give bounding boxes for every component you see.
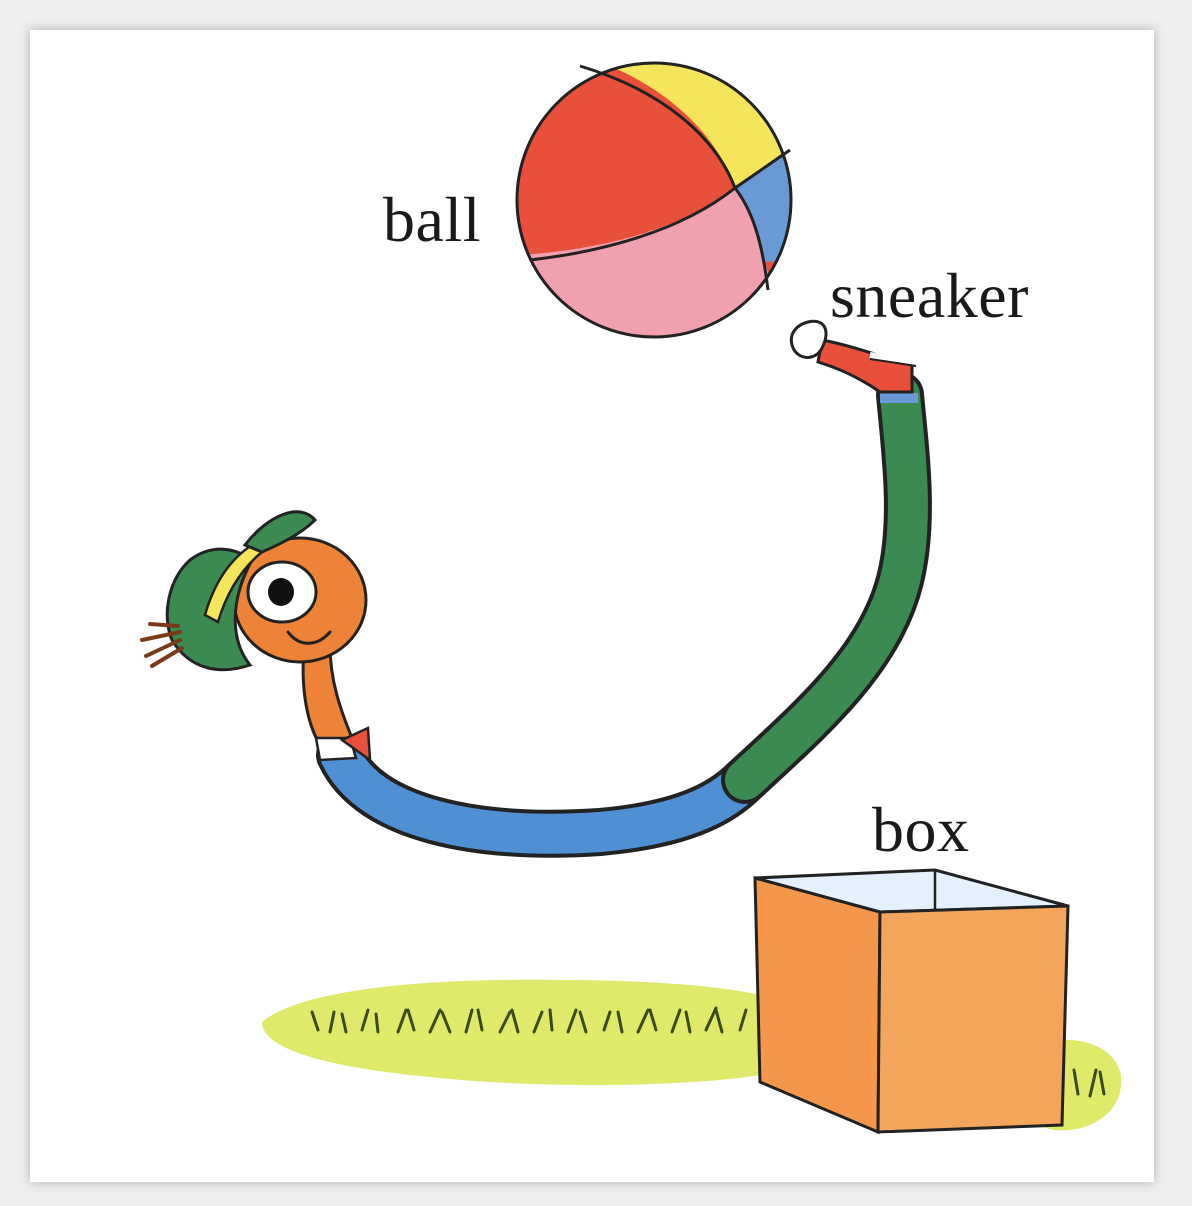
sneaker-illustration (789, 319, 917, 394)
cap-illustration (140, 510, 318, 672)
box-label: box (872, 794, 970, 865)
worm-body (316, 371, 932, 858)
sneaker-label: sneaker (830, 260, 1029, 331)
worm-head (232, 536, 372, 763)
ball-illustration (515, 61, 793, 339)
ball-label: ball (383, 184, 481, 255)
box-illustration (753, 868, 1070, 1135)
